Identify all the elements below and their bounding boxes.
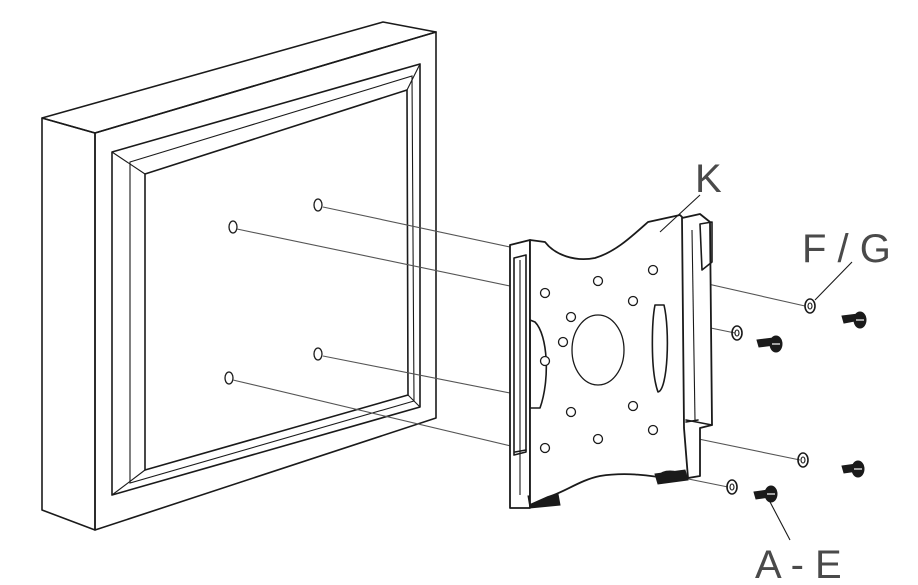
- screw-top-right: [841, 311, 867, 329]
- screw-mid: [756, 335, 783, 353]
- tv-mounting-holes: [224, 198, 323, 385]
- screw-lower-right: [841, 460, 865, 478]
- tv-hole-top-right: [313, 198, 323, 212]
- screws: [753, 311, 867, 503]
- tv-hole-bottom-right: [313, 347, 323, 361]
- bracket-center-cutout: [571, 314, 625, 386]
- bracket-holes: [539, 264, 659, 454]
- washer-bottom: [726, 479, 738, 495]
- label-screws-a-e: A - E: [755, 543, 842, 585]
- tv-hole-top-left: [228, 220, 238, 234]
- wall-bracket: [509, 213, 713, 509]
- washer-lower-right: [797, 452, 809, 468]
- leader-lines: [659, 194, 853, 541]
- washers: [726, 298, 816, 495]
- washer-mid: [731, 325, 743, 341]
- washer-top-right: [804, 298, 816, 314]
- label-bracket-k: K: [695, 157, 722, 201]
- tv-panel: [41, 21, 437, 531]
- tv-hole-bottom-left: [224, 371, 234, 385]
- screw-bottom: [753, 485, 778, 503]
- label-washers-f-g: F / G: [802, 227, 891, 271]
